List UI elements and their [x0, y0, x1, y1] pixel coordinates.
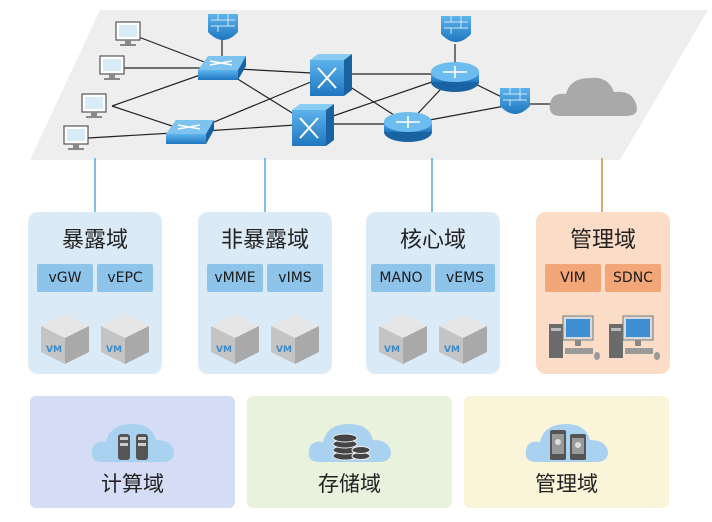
pool-management: 管理域: [464, 396, 669, 508]
svg-text:VM: VM: [46, 345, 62, 355]
domain-management: 管理域 VIM SDNC: [536, 212, 670, 374]
domain-non-exposed: 非暴露域 vMME vIMS VM VM: [198, 212, 332, 374]
vnf-tag: MANO: [371, 264, 431, 292]
terminal-icon: [63, 125, 89, 150]
svg-text:VM: VM: [106, 345, 122, 355]
vm-cube-icon: VM: [97, 310, 153, 366]
pool-label: 存储域: [318, 472, 381, 496]
mobile-cloud-icon: [522, 412, 612, 468]
vnf-tag: vGW: [37, 264, 93, 292]
vnf-tag: VIM: [545, 264, 601, 292]
switch-icon: [166, 120, 214, 144]
firewall-icon: [500, 88, 530, 114]
vm-cube-icon: VM: [37, 310, 93, 366]
pool-label: 管理域: [535, 472, 598, 496]
terminal-icon: [115, 21, 141, 46]
server-cloud-icon: [88, 412, 178, 468]
svg-text:VM: VM: [384, 345, 400, 355]
pool-label: 计算域: [101, 472, 164, 496]
switch-icon: [198, 56, 246, 80]
database-cloud-icon: [305, 412, 395, 468]
domain-core: 核心域 MANO vEMS VM VM: [366, 212, 500, 374]
vm-cube-icon: VM: [375, 310, 431, 366]
domain-title: 核心域: [399, 228, 466, 253]
vnf-tag: vIMS: [267, 264, 323, 292]
svg-text:VM: VM: [276, 345, 292, 355]
vnf-tag: vEMS: [435, 264, 495, 292]
terminal-icon: [99, 55, 125, 80]
workstation-icon: [605, 310, 661, 366]
vnf-tag: vMME: [207, 264, 263, 292]
domain-title: 管理域: [569, 228, 636, 253]
terminal-icon: [81, 93, 107, 118]
router-icon: [384, 112, 432, 142]
pool-storage: 存储域: [247, 396, 452, 508]
router-icon: [431, 62, 479, 92]
svg-text:VM: VM: [444, 345, 460, 355]
core-switch-icon: [292, 104, 334, 146]
cloud-icon: [549, 77, 637, 116]
domain-title: 暴露域: [61, 228, 128, 253]
vm-cube-icon: VM: [207, 310, 263, 366]
domain-exposed: 暴露域 vGW vEPC VM VM: [28, 212, 162, 374]
vnf-tag: SDNC: [605, 264, 661, 292]
pool-compute: 计算域: [30, 396, 235, 508]
svg-text:VM: VM: [216, 345, 232, 355]
vm-cube-icon: VM: [267, 310, 323, 366]
core-switch-icon: [310, 54, 352, 96]
domain-title: 非暴露域: [220, 228, 309, 253]
vm-cube-icon: VM: [435, 310, 491, 366]
vnf-tag: vEPC: [97, 264, 153, 292]
firewall-icon: [441, 16, 471, 42]
firewall-icon: [208, 14, 238, 40]
workstation-icon: [545, 310, 601, 366]
